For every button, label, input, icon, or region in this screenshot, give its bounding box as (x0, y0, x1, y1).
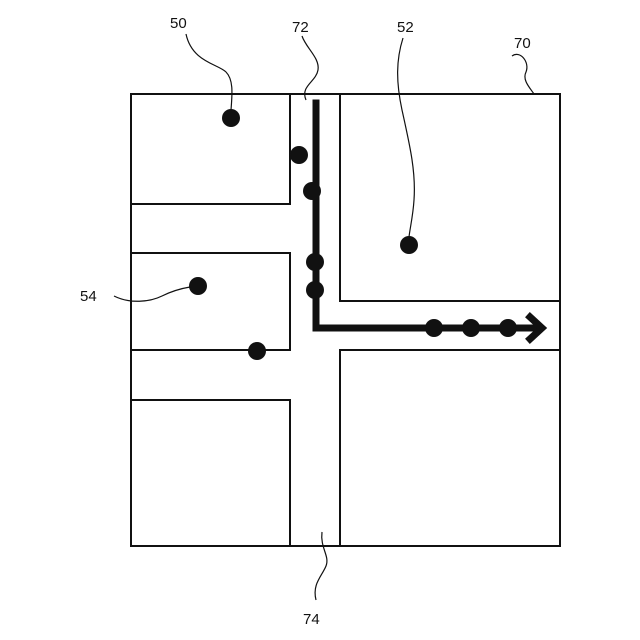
block-right-bottom (340, 350, 560, 546)
ref-label-52: 52 (397, 19, 414, 36)
ref-label-50: 50 (170, 15, 187, 32)
location-dot (303, 182, 321, 200)
block-bottom-left (131, 400, 290, 546)
ref-label-72: 72 (292, 19, 309, 36)
location-dot (222, 109, 240, 127)
leader-line-72 (302, 36, 318, 100)
location-dot (400, 236, 418, 254)
location-dot (425, 319, 443, 337)
location-dot (189, 277, 207, 295)
location-dot (290, 146, 308, 164)
block-top-left (131, 94, 290, 204)
ref-label-74: 74 (303, 611, 320, 628)
location-dot (462, 319, 480, 337)
block-middle-left (131, 253, 290, 350)
ref-label-70: 70 (514, 35, 531, 52)
location-dot (306, 281, 324, 299)
location-dot (248, 342, 266, 360)
block-right-top (340, 94, 560, 301)
ref-label-54: 54 (80, 288, 97, 305)
location-dot (306, 253, 324, 271)
leader-line-70 (512, 54, 534, 94)
location-dot (499, 319, 517, 337)
